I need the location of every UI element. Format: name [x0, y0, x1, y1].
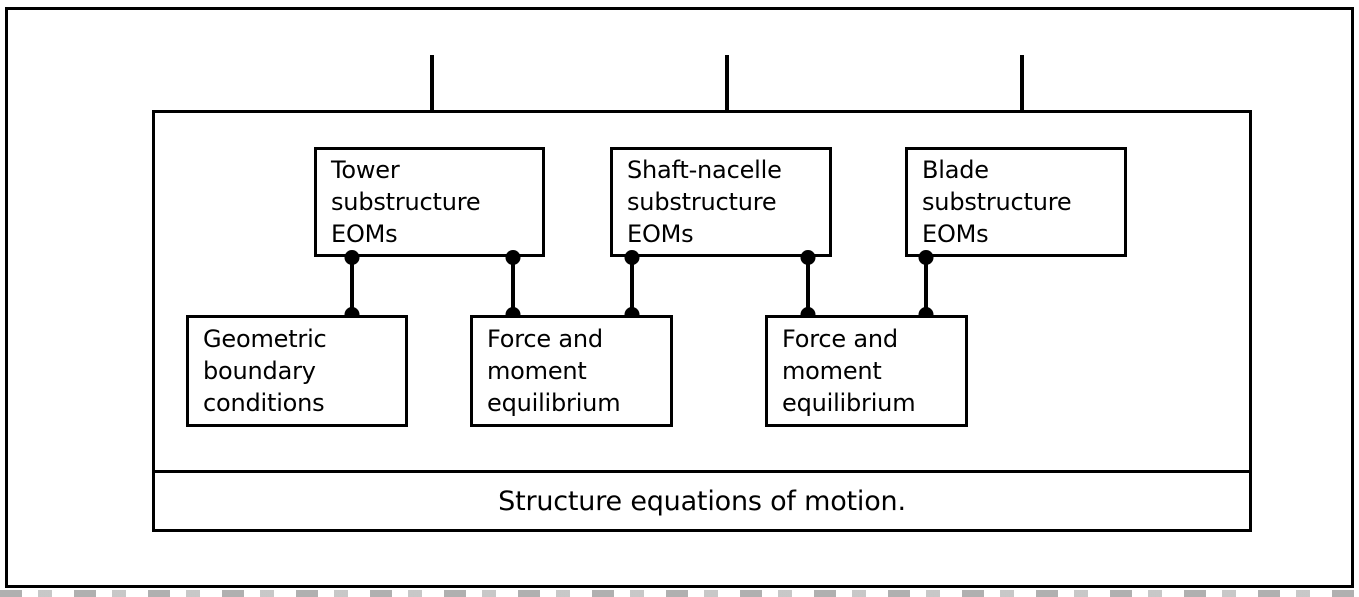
node-line: EOMs	[331, 220, 398, 248]
node-line: moment	[487, 357, 587, 385]
node-force-and-moment-equilibrium-2[interactable]: Force and moment equilibrium	[765, 315, 968, 427]
node-line: Force and	[487, 325, 603, 353]
node-line: boundary	[203, 357, 316, 385]
node-geometric-boundary-conditions[interactable]: Geometric boundary conditions	[186, 315, 408, 427]
node-line: moment	[782, 357, 882, 385]
node-line: EOMs	[627, 220, 694, 248]
node-line: substructure	[922, 188, 1072, 216]
node-line: Force and	[782, 325, 898, 353]
node-line: equilibrium	[782, 389, 916, 417]
node-line: conditions	[203, 389, 325, 417]
connector-dot-icon	[800, 250, 816, 265]
connector-shaft-nacelle-to-force-moment-1	[624, 250, 640, 322]
connector-tower-to-force-moment-1	[505, 250, 521, 322]
connector-tower-to-geometric-bc	[344, 250, 360, 322]
node-tower-substructure-eoms[interactable]: Tower substructure EOMs	[314, 147, 545, 257]
node-force-and-moment-equilibrium-1[interactable]: Force and moment equilibrium	[470, 315, 673, 427]
node-line: equilibrium	[487, 389, 621, 417]
connector-shaft-nacelle-to-force-moment-2	[800, 250, 816, 322]
connector-dot-icon	[344, 250, 360, 265]
node-line: Shaft-nacelle	[627, 156, 782, 184]
connector-dot-icon	[918, 250, 934, 265]
node-line: Tower	[331, 156, 400, 184]
connector-blade-to-force-moment-2	[918, 250, 934, 322]
node-blade-substructure-eoms[interactable]: Blade substructure EOMs	[905, 147, 1127, 257]
connector-dot-icon	[505, 250, 521, 265]
node-line: Blade	[922, 156, 989, 184]
node-line: substructure	[331, 188, 481, 216]
summary-banner: Structure equations of motion.	[152, 470, 1252, 532]
node-shaft-nacelle-substructure-eoms[interactable]: Shaft-nacelle substructure EOMs	[610, 147, 832, 257]
summary-banner-label: Structure equations of motion.	[498, 485, 906, 517]
scan-artifact	[0, 590, 1359, 597]
node-line: substructure	[627, 188, 777, 216]
node-line: EOMs	[922, 220, 989, 248]
node-line: Geometric	[203, 325, 327, 353]
connector-dot-icon	[624, 250, 640, 265]
